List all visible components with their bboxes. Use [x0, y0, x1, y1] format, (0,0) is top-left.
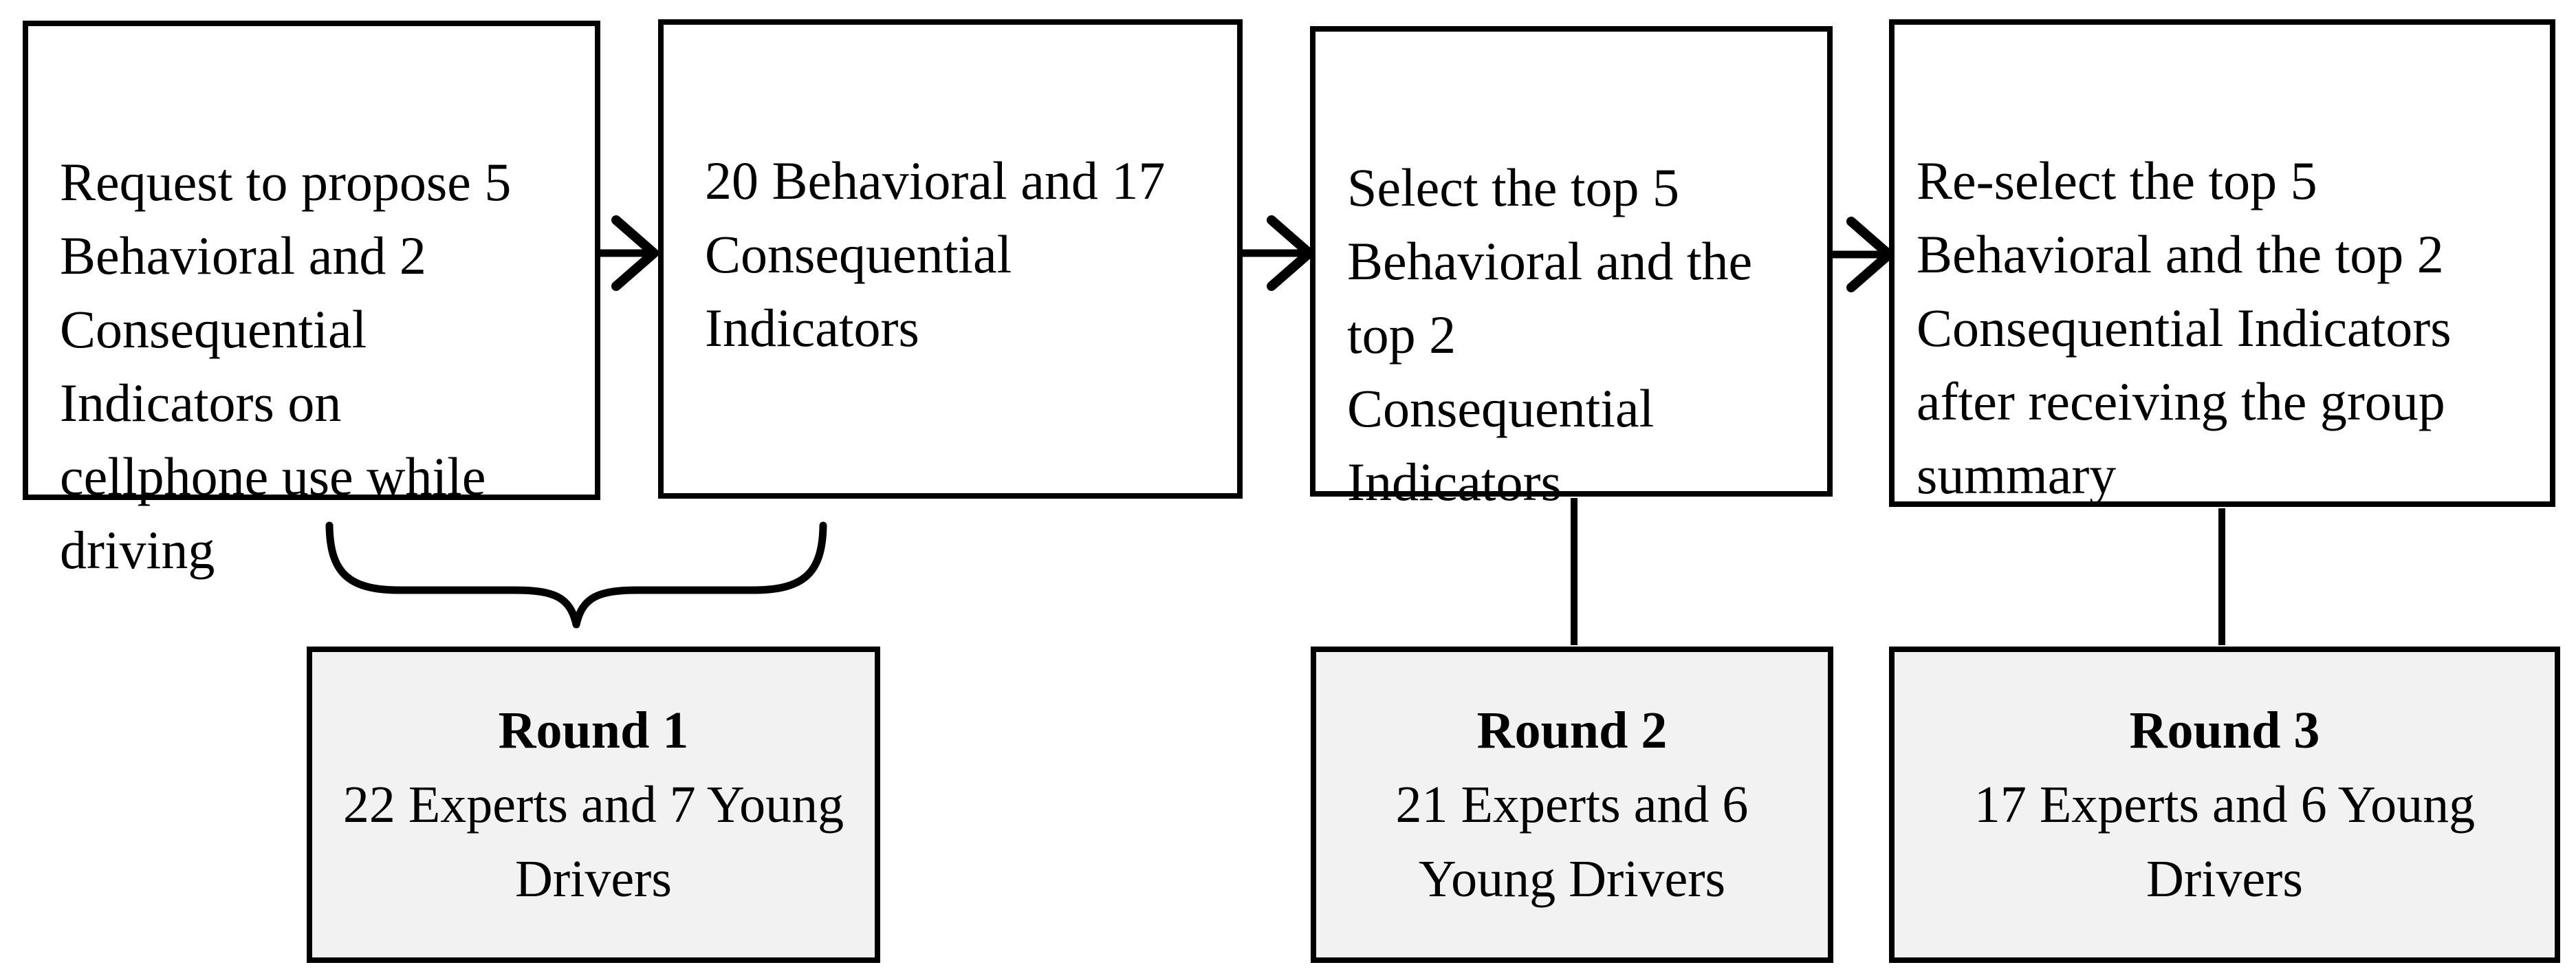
- round-1-box: Round 1 22 Experts and 7 Young Drivers: [307, 647, 880, 963]
- process-box-4-text: Re-select the top 5 Behavioral and the t…: [1917, 151, 2452, 505]
- round-2-participants: 21 Experts and 6 Young Drivers: [1395, 776, 1749, 908]
- process-box-2: 20 Behavioral and 17 Consequential Indic…: [658, 19, 1243, 499]
- round-3-participants: 17 Experts and 6 Young Drivers: [1974, 776, 2476, 908]
- process-box-1-text: Request to propose 5 Behavioral and 2 Co…: [60, 152, 512, 580]
- process-box-1: Request to propose 5 Behavioral and 2 Co…: [23, 21, 600, 580]
- process-box-3: Select the top 5 Behavioral and the top …: [1310, 26, 1833, 512]
- round-1-title: Round 1: [498, 702, 689, 759]
- arrow-right-1: [598, 215, 659, 291]
- arrow-right-2: [1240, 215, 1314, 291]
- arrow-right-3: [1830, 217, 1894, 292]
- process-box-2-text: 20 Behavioral and 17 Consequential Indic…: [705, 151, 1166, 358]
- round-1-participants: 22 Experts and 7 Young Drivers: [342, 776, 844, 908]
- round-3-title: Round 3: [2129, 702, 2320, 759]
- round-2-title: Round 2: [1476, 702, 1668, 759]
- round-3-box: Round 3 17 Experts and 6 Young Drivers: [1889, 647, 2560, 963]
- process-box-3-text: Select the top 5 Behavioral and the top …: [1347, 158, 1753, 512]
- process-box-4: Re-select the top 5 Behavioral and the t…: [1889, 19, 2555, 507]
- round-2-box: Round 2 21 Experts and 6 Young Drivers: [1311, 647, 1833, 963]
